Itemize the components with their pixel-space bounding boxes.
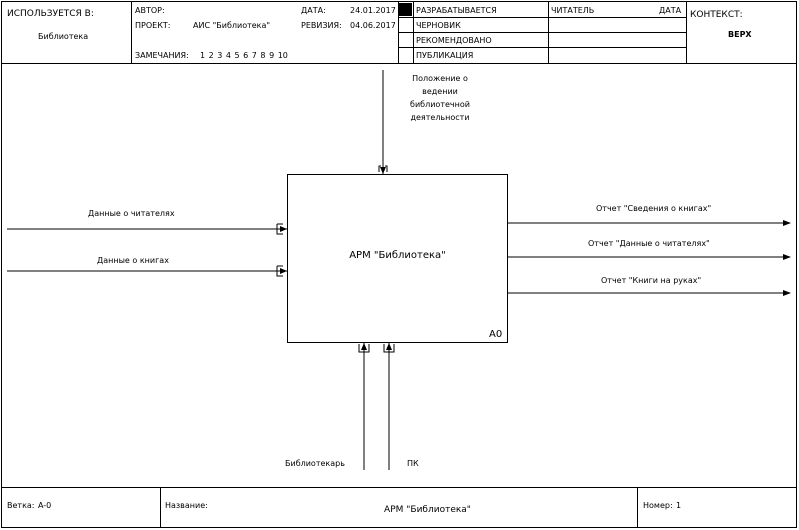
input-arrowhead-readers [280, 226, 287, 232]
control-label-line-3: библиотечной [410, 100, 470, 109]
mechanism-tunnel-librarian [358, 344, 370, 353]
control-label-line-4: деятельности [410, 113, 470, 122]
header-divider-5 [686, 1, 687, 63]
footer-divider-2 [637, 487, 638, 528]
author-label: АВТОР: [135, 6, 165, 15]
output-arrowhead-readers-data [783, 254, 791, 260]
header-bottom-line [1, 63, 797, 64]
notes-numbers: 1 2 3 4 5 6 7 8 9 10 [200, 51, 288, 60]
date-value: 24.01.2017 [350, 6, 396, 15]
used-in-label: ИСПОЛЬЗУЕТСЯ В: [7, 9, 94, 19]
control-tunnel [378, 165, 388, 172]
project-value: АИС "Библиотека" [193, 21, 271, 30]
title-label: Название: [165, 501, 208, 510]
mechanism-label-pc: ПК [407, 459, 419, 468]
header-divider-1 [131, 1, 132, 63]
mechanism-arrowhead-pc [386, 343, 392, 350]
used-in-value: Библиотека [38, 32, 89, 41]
activity-number: A0 [489, 329, 503, 340]
project-label: ПРОЕКТ: [135, 21, 171, 30]
notes-label: ЗАМЕЧАНИЯ: [135, 51, 189, 60]
activity-label: АРМ "Библиотека" [349, 250, 446, 261]
output-label-readers-data: Отчет "Данные о читателях" [588, 239, 710, 248]
control-label-line-1: Положение о [412, 74, 468, 83]
node-label: Ветка: [7, 501, 35, 510]
control-label-line-2: ведении [422, 87, 458, 96]
input-label-books: Данные о книгах [97, 256, 169, 265]
output-arrowhead-books-info [783, 220, 791, 226]
mechanism-tunnel-pc [383, 344, 395, 353]
status-draft: ЧЕРНОВИК [416, 21, 461, 30]
input-tunnel-readers [276, 223, 283, 235]
revision-label: РЕВИЗИЯ: [301, 21, 342, 30]
footer-divider-1 [160, 487, 161, 528]
reader-label: ЧИТАТЕЛЬ [551, 6, 595, 15]
output-arrowhead-books-on-hand [783, 290, 791, 296]
revision-value: 04.06.2017 [350, 21, 396, 30]
status-row-line-3 [398, 47, 686, 48]
number-value: 1 [676, 501, 682, 510]
output-label-books-info: Отчет "Сведения о книгах" [596, 204, 712, 213]
status-current-marker [399, 3, 412, 16]
node-value: A-0 [38, 501, 52, 510]
output-label-books-on-hand: Отчет "Книги на руках" [601, 276, 702, 285]
status-row-line-2 [398, 32, 686, 33]
context-value: ВЕРХ [728, 30, 752, 39]
control-arrowhead [380, 167, 386, 174]
title-value: АРМ "Библиотека" [384, 505, 471, 515]
activity-box-a0[interactable] [287, 174, 508, 343]
status-working: РАЗРАБАТЫВАЕТСЯ [416, 6, 497, 15]
footer-top-line [1, 487, 797, 488]
status-row-line-1 [398, 17, 686, 18]
reader-date-label: ДАТА [659, 6, 682, 15]
date-label: ДАТА: [301, 6, 326, 15]
status-publication: ПУБЛИКАЦИЯ [416, 51, 474, 60]
status-recommended: РЕКОМЕНДОВАНО [416, 36, 492, 45]
input-tunnel-books [276, 265, 283, 277]
number-label: Номер: [643, 501, 673, 510]
context-label: КОНТЕКСТ: [690, 10, 743, 20]
mechanism-label-librarian: Библиотекарь [285, 459, 345, 468]
input-arrowhead-books [280, 268, 287, 274]
input-label-readers: Данные о читателях [88, 209, 175, 218]
mechanism-arrowhead-librarian [361, 343, 367, 350]
